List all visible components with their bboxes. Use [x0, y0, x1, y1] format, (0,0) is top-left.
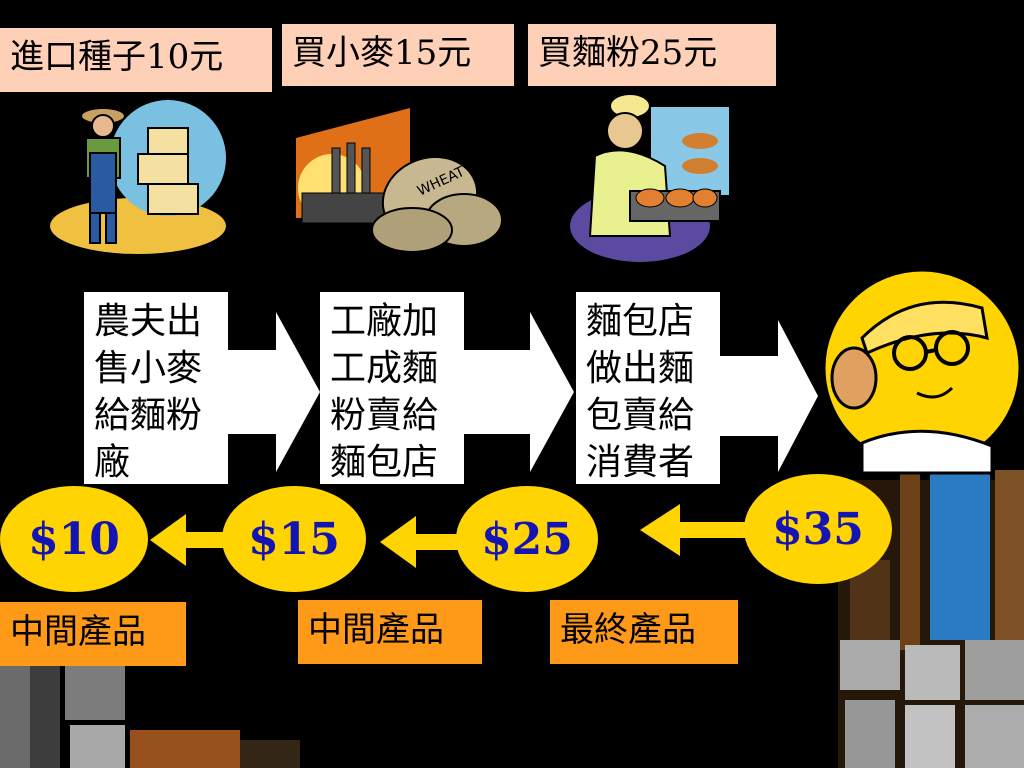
product-tag-intermediate-2: 中間產品: [298, 600, 482, 664]
process-line: 廠: [94, 442, 131, 483]
process-line: 粉賣給: [330, 395, 439, 436]
process-line: 工成麵: [330, 348, 439, 389]
process-line: 消費者: [586, 442, 695, 483]
baker-icon: [570, 93, 731, 262]
flow-arrow-2: [464, 312, 574, 472]
process-box-factory: 工廠加 工成麵 粉賣給 麵包店: [320, 292, 464, 484]
price-oval-35: $35: [744, 474, 892, 584]
process-line: 農夫出: [94, 301, 203, 342]
price-oval-10: $10: [0, 486, 148, 592]
product-tag-final: 最終產品: [550, 600, 738, 664]
top-label-buy-flour: 買麵粉25元: [528, 24, 776, 86]
top-label-buy-wheat: 買小麥15元: [282, 24, 514, 86]
money-arrow-1: [150, 514, 226, 566]
money-arrow-3: [640, 504, 746, 556]
flow-arrow-1: [228, 312, 320, 472]
process-box-bakery: 麵包店 做出麵 包賣給 消費者: [576, 292, 720, 484]
process-line: 做出麵: [586, 348, 695, 389]
product-tag-intermediate-1: 中間產品: [0, 602, 186, 666]
flow-arrow-3: [720, 320, 818, 472]
consumer-icon: [822, 268, 1022, 475]
process-line: 給麵粉: [94, 395, 203, 436]
process-line: 包賣給: [586, 395, 695, 436]
farmer-icon: [50, 100, 226, 254]
process-box-farmer: 農夫出 售小麥 給麵粉 廠: [84, 292, 228, 484]
process-line: 麵包店: [330, 442, 439, 483]
factory-icon: WHEAT: [296, 108, 503, 253]
process-line: 麵包店: [586, 301, 695, 342]
money-arrow-2: [380, 516, 458, 568]
process-line: 售小麥: [94, 348, 203, 389]
price-oval-15: $15: [222, 486, 366, 592]
top-label-imported-seeds: 進口種子10元: [0, 28, 272, 92]
process-line: 工廠加: [330, 301, 439, 342]
price-oval-25: $25: [456, 486, 598, 592]
